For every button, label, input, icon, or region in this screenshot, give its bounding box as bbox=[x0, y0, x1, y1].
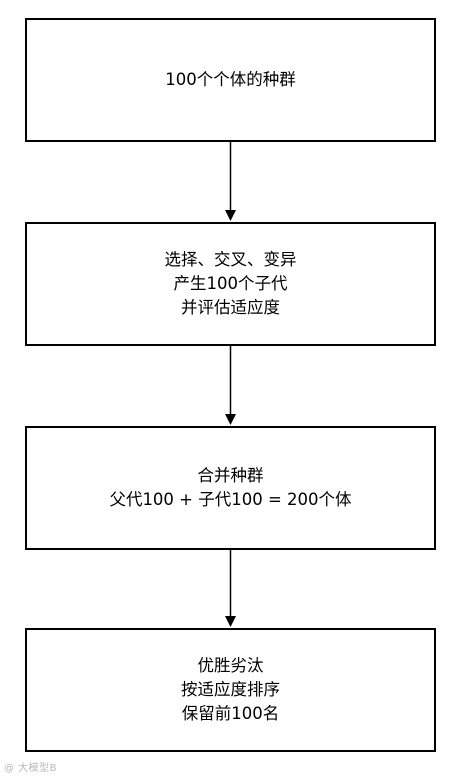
step2-line3: 并评估适应度 bbox=[181, 298, 280, 317]
step-box-selection: 优胜劣汰 按适应度排序 保留前100名 bbox=[25, 628, 436, 752]
arrow-step2-to-step3 bbox=[225, 346, 236, 425]
step4-line2: 按适应度排序 bbox=[181, 680, 280, 699]
step2-line2: 产生100个子代 bbox=[173, 274, 288, 293]
step-box-generate-offspring: 选择、交叉、变异 产生100个子代 并评估适应度 bbox=[25, 222, 436, 346]
step2-line1: 选择、交叉、变异 bbox=[164, 250, 297, 269]
step3-line1: 合并种群 bbox=[197, 466, 264, 485]
step4-line3: 保留前100名 bbox=[181, 704, 280, 723]
arrow-step1-to-step2 bbox=[225, 142, 236, 221]
step1-line1: 100个个体的种群 bbox=[165, 70, 296, 89]
arrow-step3-to-step4 bbox=[225, 550, 236, 627]
step-box-initial-population: 100个个体的种群 bbox=[25, 18, 436, 142]
step4-line1: 优胜劣汰 bbox=[197, 656, 264, 675]
step-box-merge-population: 合并种群 父代100 + 子代100 = 200个体 bbox=[25, 426, 436, 550]
step3-line2: 父代100 + 子代100 = 200个体 bbox=[109, 490, 352, 509]
watermark: @ 大模型B bbox=[4, 763, 58, 774]
